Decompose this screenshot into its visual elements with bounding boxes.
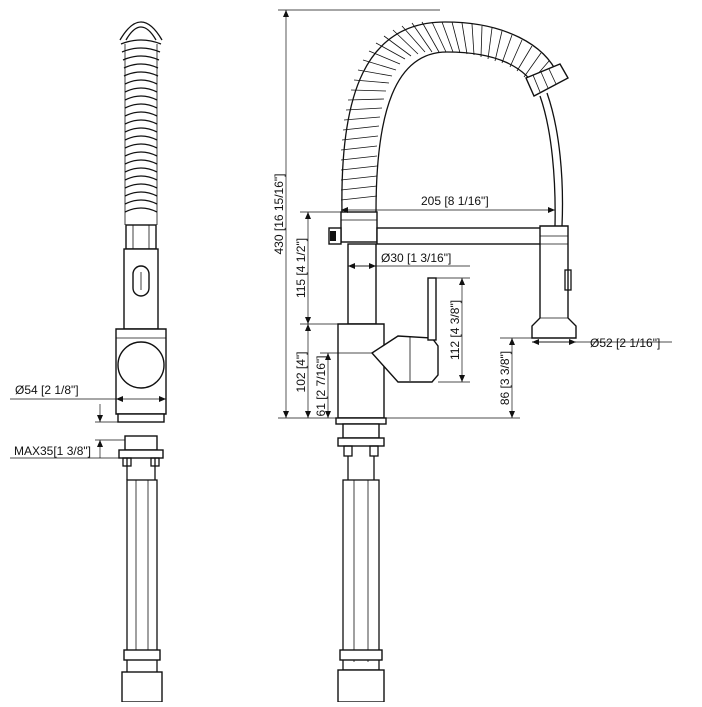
spring-arc-inner bbox=[375, 51, 539, 213]
spring-collar bbox=[340, 211, 378, 243]
upper-column-label: 115 [4 1/2"] bbox=[294, 238, 308, 298]
hose-weight bbox=[337, 669, 385, 703]
sprayer-button bbox=[564, 269, 572, 291]
spray-height-label: 86 [3 3/8"] bbox=[498, 351, 512, 405]
side-spring-collar bbox=[125, 224, 157, 250]
spring-coils bbox=[340, 21, 556, 201]
base-dia-label: Ø54 [2 1/8"] bbox=[15, 383, 79, 397]
sprayer-head bbox=[531, 225, 577, 339]
handle-height-label: 112 [4 3/8"] bbox=[448, 300, 462, 360]
front-view: 430 [16 15/16"] 115 [4 1/2"] 102 [4"] 61… bbox=[272, 9, 672, 703]
side-hose-weight bbox=[121, 671, 163, 703]
max-deck-label: MAX35[1 3/8"] bbox=[14, 444, 91, 458]
faucet-body bbox=[337, 323, 385, 419]
body-height-label: 102 [4"] bbox=[294, 352, 308, 393]
side-view: Ø54 [2 1/8"] MAX35[1 3/8"] bbox=[10, 21, 167, 703]
spring-arc-outer bbox=[341, 21, 559, 213]
side-spring-coils bbox=[119, 21, 163, 225]
spout-arm bbox=[376, 227, 542, 245]
handle-lever bbox=[427, 277, 437, 341]
base-height-label: 61 [2 7/16"] bbox=[314, 356, 328, 417]
deck-plate bbox=[342, 423, 380, 439]
base-ring bbox=[335, 417, 387, 425]
handle-hub bbox=[370, 335, 439, 383]
column-dia-label: Ø30 [1 3/16"] bbox=[381, 251, 451, 265]
total-height-label: 430 [16 15/16"] bbox=[272, 174, 286, 255]
upper-column bbox=[347, 243, 377, 325]
side-handle-hub bbox=[117, 341, 165, 389]
hose-cap bbox=[525, 63, 569, 97]
side-deck-plate bbox=[124, 435, 158, 451]
spray-dia-label: Ø52 [2 1/16"] bbox=[590, 336, 660, 350]
reach-label: 205 [8 1/16"] bbox=[421, 194, 489, 208]
supply-hoses bbox=[342, 479, 380, 671]
side-base-ring bbox=[117, 413, 165, 423]
